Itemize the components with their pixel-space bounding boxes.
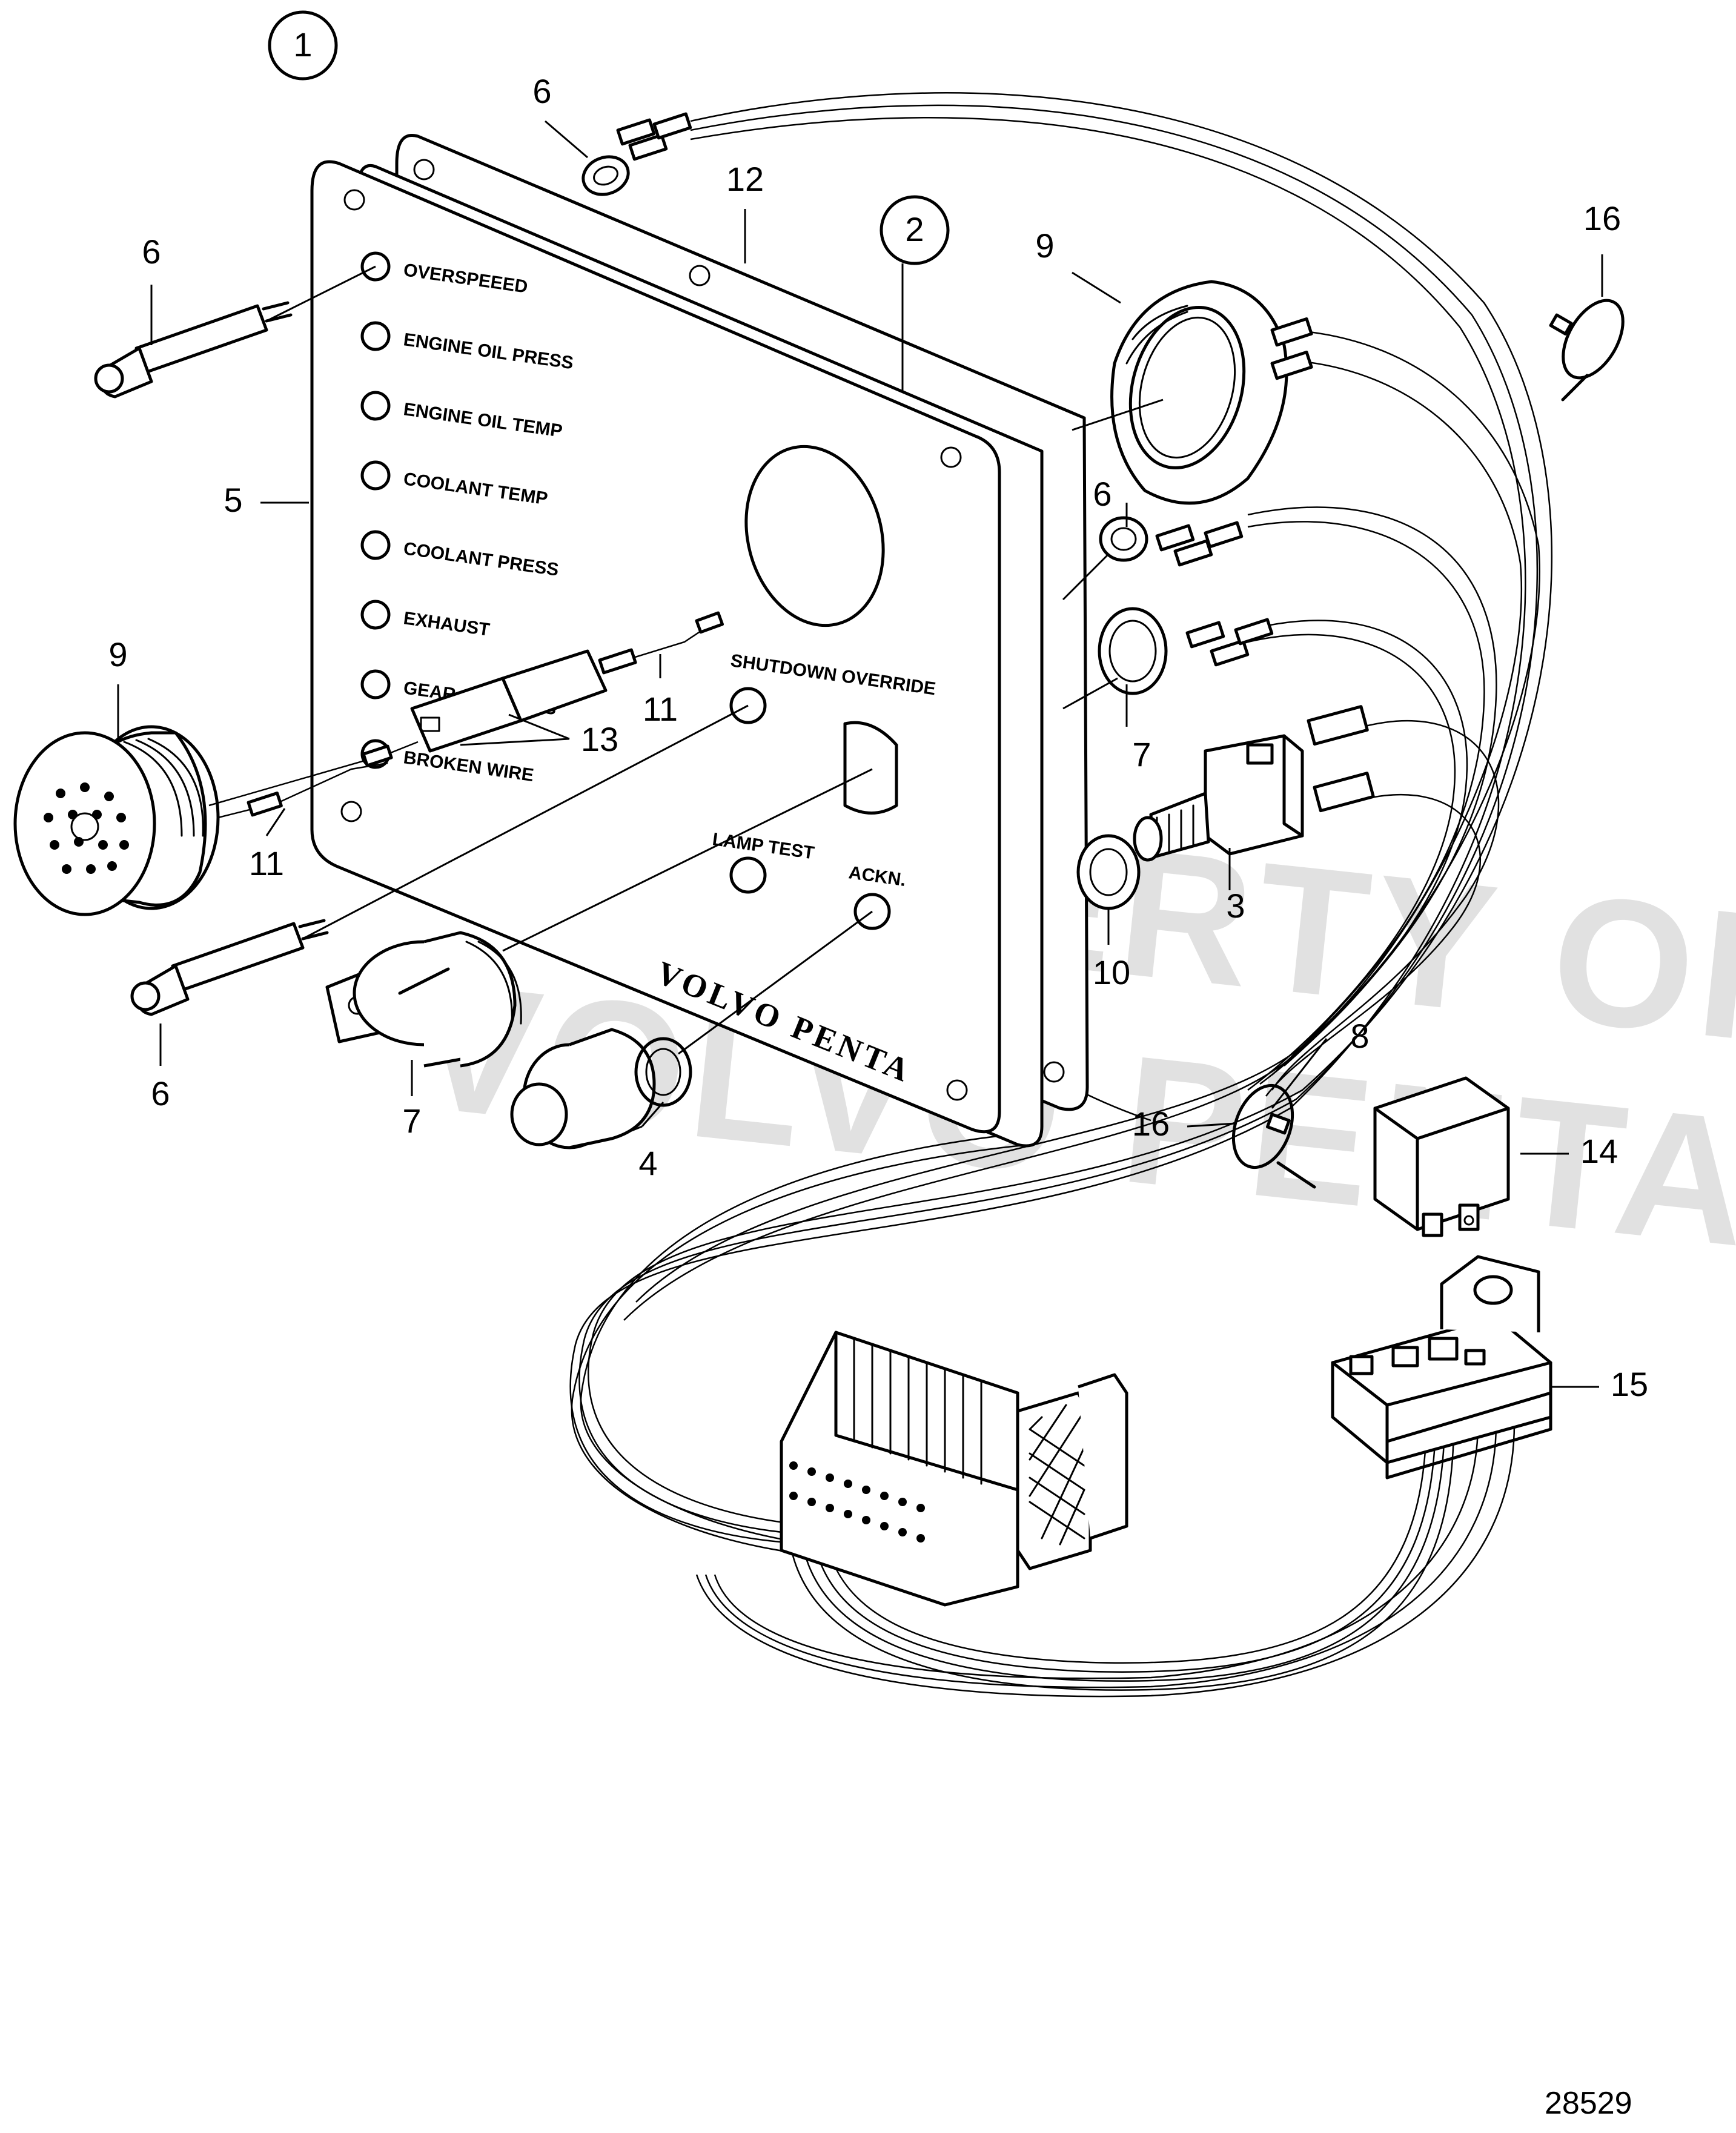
part-number-10: 10 [1093,953,1130,991]
lamp-6-lower [130,704,749,1016]
relay-socket-15 [1331,1255,1552,1480]
callout-leaders [117,120,1603,1388]
nut-10 [1076,834,1141,910]
cable-tie-16-top [1549,299,1625,402]
part-number-3: 3 [1226,887,1245,925]
circled-label-2: 2 [880,195,950,391]
lamp-6-upper [94,265,376,398]
part-number-16-top: 16 [1583,199,1621,237]
part-number-13: 13 [581,720,618,758]
part-number-6-top: 6 [532,72,551,110]
lamp-holder-6-top [581,112,692,196]
part-number-6-right: 6 [1093,475,1112,513]
part-number-15: 15 [1611,1365,1648,1403]
circled-label-1: 1 [268,10,338,81]
part-number-6-left-lower: 6 [151,1074,170,1113]
reference-number: 28529 [1545,2086,1632,2121]
part-number-16-bottom: 16 [1132,1105,1170,1143]
part-number-8: 8 [1350,1017,1369,1055]
connectors-right [1185,317,1313,667]
part-number-7-lower: 7 [402,1102,421,1140]
part-number-5: 5 [224,481,242,519]
circled-label-2-text: 2 [905,210,924,248]
part-number-11-left: 11 [249,844,284,882]
part-number-4: 4 [638,1144,657,1182]
cable-tie-16-bottom [1231,1083,1316,1189]
switch-nut-7-right [1062,607,1168,710]
part-numbers: 3 4 5 6 6 6 6 7 7 8 9 9 10 11 11 12 13 1… [108,72,1648,1403]
part-number-11-right: 11 [643,690,678,728]
buzzer-9 [13,725,393,916]
relay-14 [1373,1076,1510,1237]
part-number-14: 14 [1580,1132,1618,1170]
part-number-12: 12 [726,160,764,198]
gauge-nut-9 [1072,280,1288,505]
part-number-9-right: 9 [1035,227,1054,265]
circled-label-1-text: 1 [293,25,312,64]
connector-13 [387,611,724,755]
switch-7-lower [325,768,873,1068]
terminal-block [780,1331,1128,1607]
part-number-7-right: 7 [1132,735,1151,773]
part-number-6-left-upper: 6 [142,233,161,271]
part-number-9-left: 9 [108,635,127,673]
lamp-holder-6-right [1062,516,1244,601]
push-switch-3 [1133,705,1375,862]
